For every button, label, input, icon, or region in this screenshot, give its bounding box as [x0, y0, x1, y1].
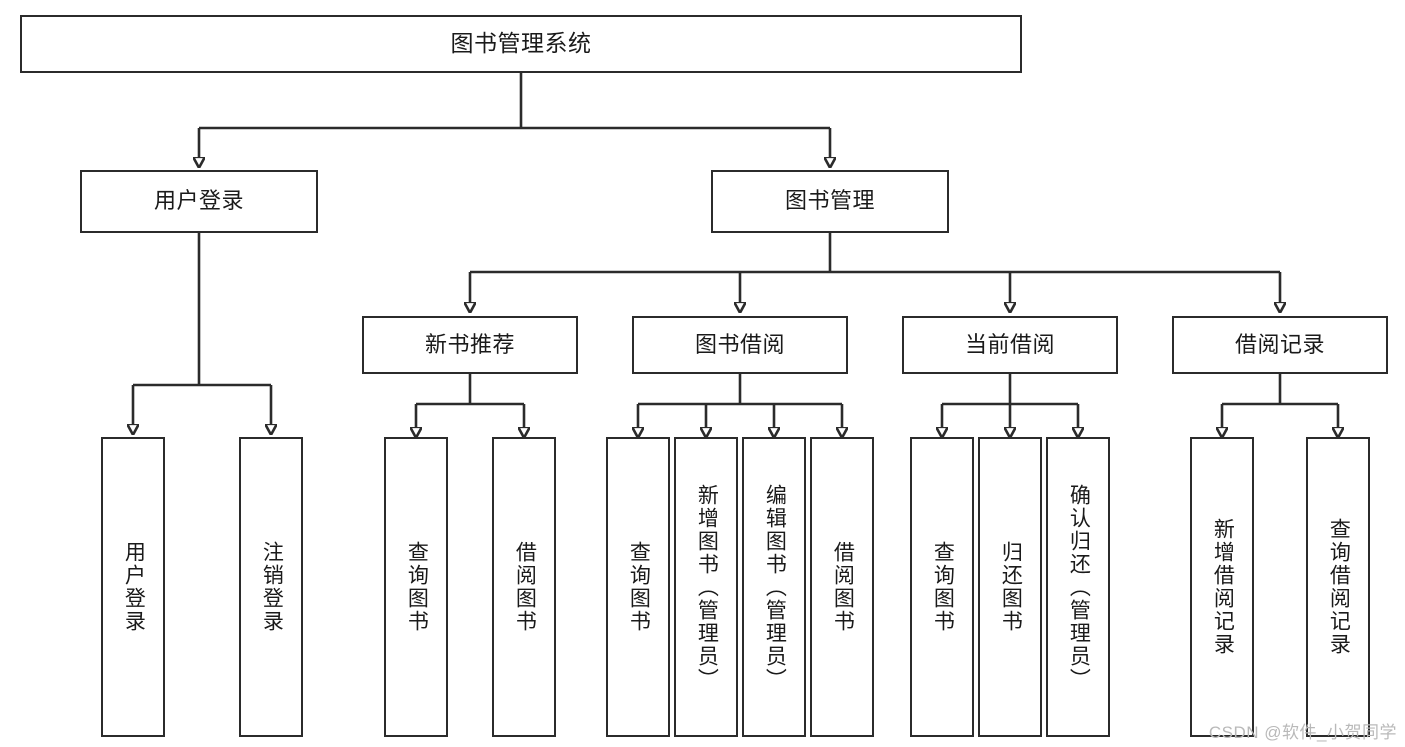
node-label: 注销登录	[260, 541, 284, 633]
leaf-add-book-admin[interactable]: 新增图书（管理员）	[674, 437, 738, 737]
leaf-logout[interactable]: 注销登录	[239, 437, 303, 737]
node-label: 新书推荐	[424, 331, 515, 357]
leaf-borrow-book-2[interactable]: 借阅图书	[810, 437, 874, 737]
node-borrow-record[interactable]: 借阅记录	[1172, 316, 1388, 374]
node-label: 查询图书	[627, 541, 651, 633]
node-label: 当前借阅	[964, 331, 1055, 357]
node-root-book-management-system[interactable]: 图书管理系统	[20, 15, 1022, 73]
node-label: 新增图书（管理员）	[695, 483, 719, 691]
leaf-query-borrow-record[interactable]: 查询借阅记录	[1306, 437, 1370, 737]
node-label: 用户登录	[122, 541, 146, 633]
watermark-text: CSDN @软件_小贺同学	[1208, 723, 1397, 742]
node-label: 借阅图书	[513, 541, 537, 633]
leaf-edit-book-admin[interactable]: 编辑图书（管理员）	[742, 437, 806, 737]
node-label: 查询图书	[931, 541, 955, 633]
node-book-borrow[interactable]: 图书借阅	[632, 316, 848, 374]
leaf-return-book[interactable]: 归还图书	[978, 437, 1042, 737]
node-user-login[interactable]: 用户登录	[80, 170, 318, 233]
node-label: 确认归还（管理员）	[1067, 483, 1091, 691]
node-label: 用户登录	[153, 188, 244, 214]
node-label: 查询借阅记录	[1327, 518, 1351, 656]
node-current-borrow[interactable]: 当前借阅	[902, 316, 1118, 374]
leaf-borrow-book-1[interactable]: 借阅图书	[492, 437, 556, 737]
node-label: 查询图书	[405, 541, 429, 633]
leaf-query-book-3[interactable]: 查询图书	[910, 437, 974, 737]
node-label: 图书管理系统	[450, 30, 592, 57]
node-label: 编辑图书（管理员）	[763, 483, 787, 691]
node-label: 借阅记录	[1234, 331, 1325, 357]
node-book-management[interactable]: 图书管理	[711, 170, 949, 233]
node-label: 借阅图书	[831, 541, 855, 633]
leaf-confirm-return-admin[interactable]: 确认归还（管理员）	[1046, 437, 1110, 737]
leaf-query-book-1[interactable]: 查询图书	[384, 437, 448, 737]
node-label: 图书借阅	[694, 331, 785, 357]
node-label: 新增借阅记录	[1211, 518, 1235, 656]
leaf-user-login[interactable]: 用户登录	[101, 437, 165, 737]
node-new-book-recommend[interactable]: 新书推荐	[362, 316, 578, 374]
leaf-query-book-2[interactable]: 查询图书	[606, 437, 670, 737]
node-label: 图书管理	[784, 188, 875, 214]
node-label: 归还图书	[999, 541, 1023, 633]
leaf-add-borrow-record[interactable]: 新增借阅记录	[1190, 437, 1254, 737]
